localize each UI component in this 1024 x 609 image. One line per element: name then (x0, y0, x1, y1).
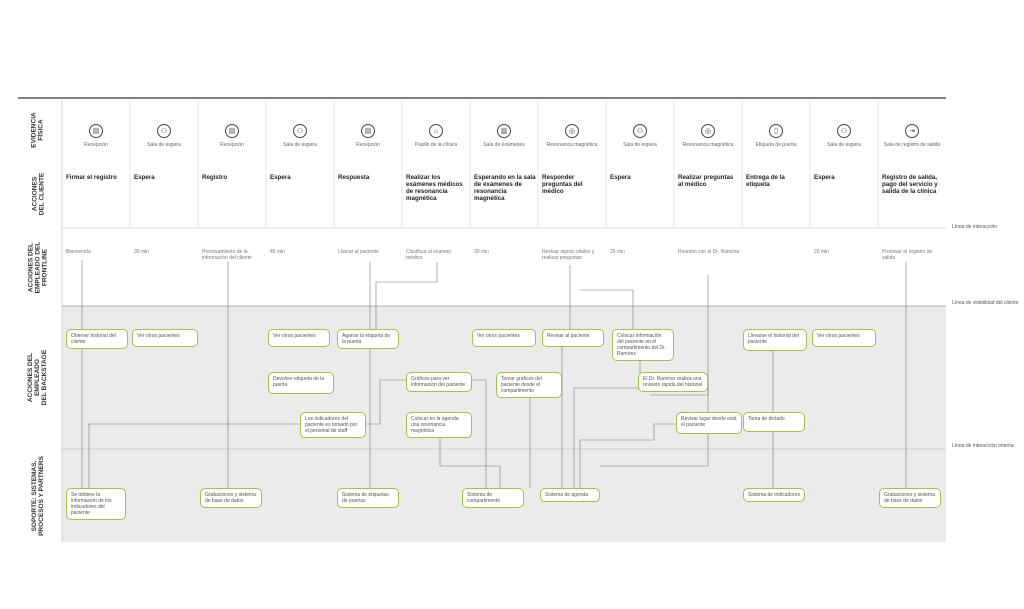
backstage-box: Colocar en la agenda una resonancia magn… (406, 412, 472, 438)
frontline-action: Reunión con el Dr. Ramírez (678, 249, 740, 255)
backstage-box: Ver otros pacientes (472, 329, 536, 347)
frontline-action: 20 min (814, 249, 830, 255)
visibility-line-label: Línea de visibilidad del cliente (952, 300, 1019, 306)
reception-icon: ▤ (225, 124, 239, 138)
backstage-box: Devolver etiqueta de la puerta (268, 372, 334, 394)
backstage-box: Revisar al paciente (542, 329, 604, 347)
client-action: Esperando en la sala de exámenes de reso… (474, 174, 536, 202)
client-action: Firmar el registro (66, 174, 117, 181)
evidence-place: Resonancia magnética (682, 142, 734, 148)
support-box: Grabaciones y sistema de base de datos (879, 488, 941, 508)
backstage-box: Revisar lugar donde está el paciente (676, 412, 742, 434)
interaction-line-label: Línea de interacción (952, 224, 998, 230)
client-action: Responder preguntas del médico (542, 174, 583, 195)
exit-icon: ⇥ (905, 124, 919, 138)
connector-line (650, 380, 709, 396)
waiting-room-icon: ⚇ (837, 124, 851, 138)
row-title-support: SOPORTE: SISTEMAS, PROCESOS Y PARTNERS (31, 455, 46, 536)
frontline-action: Procesamiento de la información del clie… (202, 249, 252, 261)
frontline-action: 25 min (610, 249, 626, 255)
client-action: Espera (814, 174, 835, 181)
backstage-box: Ver otros pacientes (132, 329, 198, 347)
connector-line (472, 379, 487, 488)
backstage-box: Los indicadores del paciente es tomado p… (300, 412, 366, 438)
support-box: Sistema de indicadores (743, 488, 805, 502)
backstage-box: Agarrar la etiqueta de la puerta (337, 329, 399, 349)
mri-icon: ◎ (701, 124, 715, 138)
frontline-action: Clasificar al examen médico (406, 249, 452, 261)
client-action: Registro (202, 174, 228, 181)
door-tag-icon: ▯ (769, 124, 783, 138)
client-action: Entrega de la etiqueta (746, 174, 785, 188)
reception-icon: ▤ (361, 124, 375, 138)
exam-room-icon: ▥ (497, 124, 511, 138)
connector-line (88, 423, 300, 488)
row-title-frontline: ACCIONES DEL EMPLEADO DEL FRONTLINE (27, 241, 49, 293)
connector-line (366, 379, 406, 425)
mri-icon: ◎ (565, 124, 579, 138)
connector-line (375, 262, 438, 329)
client-action: Espera (134, 174, 155, 181)
evidence-place: Sala de espera (827, 142, 861, 148)
backstage-box: Gráficos para ver información del pacien… (406, 372, 472, 392)
support-box: Grabaciones y sistema de base de datos (200, 488, 262, 508)
support-box: Se obtiene la información de los indicad… (66, 488, 126, 520)
support-box: Sistema de agenda (540, 488, 600, 502)
evidence-place: Recepción (84, 142, 108, 148)
frontline-action: Revisar signos vitales y realizar pregun… (542, 249, 595, 261)
evidence-place: Resonancia magnética (546, 142, 598, 148)
backstage-box: Tomar gráficos del paciente desde el com… (496, 372, 562, 398)
backstage-box: Llevarse el historial del paciente (743, 329, 807, 351)
evidence-place: Sala de exámenes (483, 142, 525, 148)
connector-line (579, 423, 676, 488)
backstage-box: Toma de dictado (743, 412, 805, 432)
reception-icon: ▤ (89, 124, 103, 138)
frontline-action: 30 min (474, 249, 490, 255)
frontline-action: Bienvenida (66, 249, 91, 255)
evidence-place: Sala de registro de salida (883, 142, 941, 148)
hallway-icon: ⌂ (429, 124, 443, 138)
waiting-room-icon: ⚇ (633, 124, 647, 138)
client-action: Respuesta (338, 174, 370, 181)
row-title-evidence: EVIDENCIA FÍSICA (31, 112, 45, 148)
client-action: Espera (270, 174, 291, 181)
frontline-action: Procesar el registro de salida (882, 249, 933, 261)
client-action: Registro de salida, pago del servicio y … (882, 174, 938, 195)
backstage-box: El Dr. Ramírez realiza una revisión rápi… (638, 372, 708, 392)
evidence-place: Etiqueta de puerta (755, 142, 797, 148)
backstage-box: Colocar información del paciente en el c… (612, 329, 674, 361)
support-box: Sistema de etiquetas de puertas (337, 488, 399, 508)
internal-line-label: Línea de interacción interna (952, 443, 1014, 449)
evidence-place: Pasillo de la clínica (414, 142, 458, 148)
client-action: Realizar preguntas al médico (678, 174, 734, 188)
evidence-place: Recepción (356, 142, 380, 148)
evidence-place: Recepción (220, 142, 244, 148)
frontline-action: Llamar al paciente (338, 249, 379, 255)
connector-line (600, 434, 709, 467)
frontline-action: 45 min (270, 249, 286, 255)
evidence-place: Sala de espera (283, 142, 317, 148)
support-box: Sistema de compartimento (462, 488, 524, 508)
row-title-client: ACCIONES DEL CLIENTE (31, 172, 45, 216)
backstage-box: Obtener historial del cliente (66, 329, 128, 349)
evidence-place: Sala de espera (147, 142, 181, 148)
evidence-place: Sala de espera (623, 142, 657, 148)
waiting-room-icon: ⚇ (157, 124, 171, 138)
frontline-action: 30 min (134, 249, 150, 255)
client-action: Realizar los exámenes médicos de resonan… (406, 174, 463, 202)
client-action: Espera (610, 174, 631, 181)
row-title-backstage: ACCIONES DEL EMPLEADO DEL BACKSTAGE (27, 349, 49, 406)
connector-line (439, 434, 501, 488)
waiting-room-icon: ⚇ (293, 124, 307, 138)
backstage-box: Ver otros pacientes (268, 329, 330, 347)
backstage-box: Ver otros pacientes (812, 329, 876, 347)
